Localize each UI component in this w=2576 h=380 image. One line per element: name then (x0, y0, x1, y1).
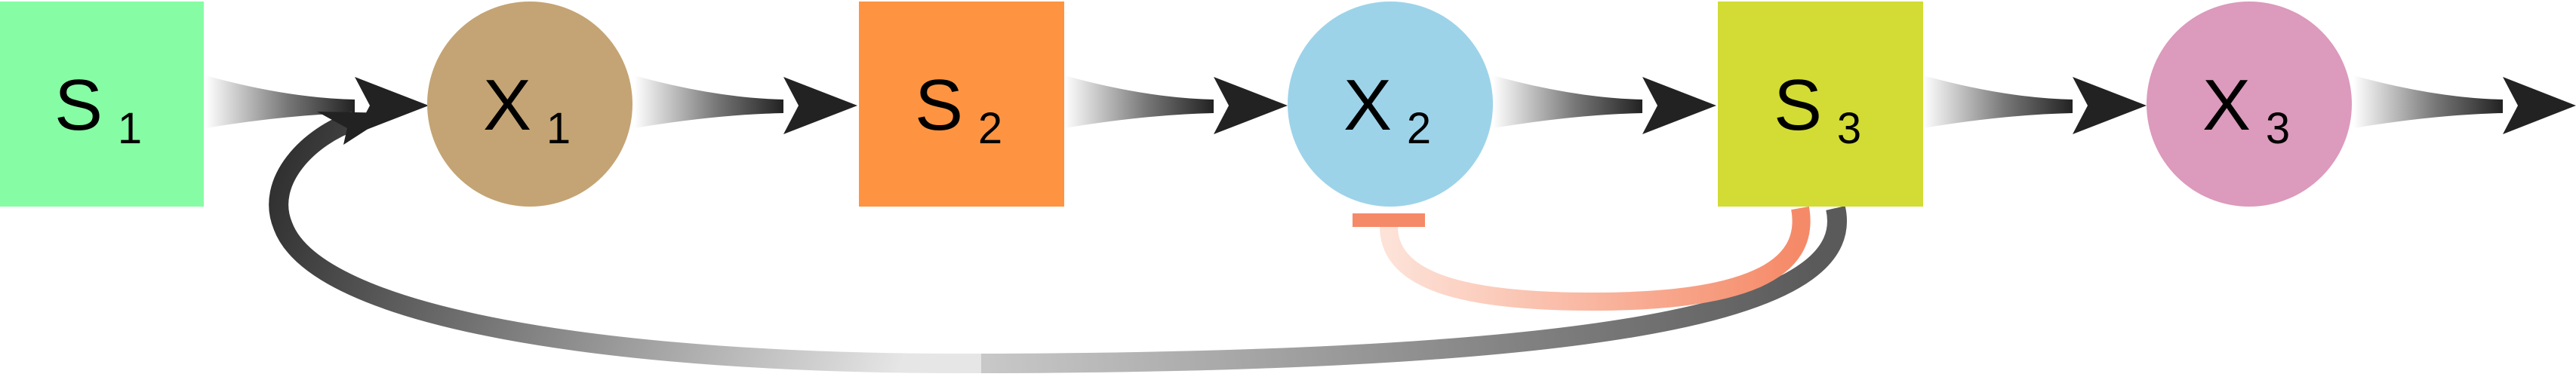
node-x3-subscript: 3 (2266, 104, 2290, 153)
node-s3-subscript: 3 (1837, 104, 1861, 153)
node-s2-subscript: 2 (978, 104, 1002, 153)
node-s3-label: S (1774, 65, 1822, 146)
node-s1-subscript: 1 (118, 104, 142, 153)
node-x3-shape (2147, 2, 2352, 207)
arrowhead-x3-out (2503, 77, 2576, 134)
arrow-s1-x1 (205, 75, 355, 128)
feedback-activation-s3-x1 (269, 111, 1847, 374)
node-x2-label: X (1343, 65, 1392, 146)
arrowhead-s2-x2 (1214, 77, 1288, 134)
arrowhead-x2-s3 (1642, 77, 1716, 134)
node-x1-shape (427, 2, 632, 207)
node-s2-shape (859, 2, 1064, 207)
arrow-x1-s2 (634, 75, 783, 128)
arrow-x3-out (2353, 75, 2503, 128)
inhibition-bar (1353, 213, 1425, 227)
arrow-s3-x3 (1923, 75, 2073, 128)
node-x2-shape (1288, 2, 1493, 207)
feedback-inhibition-s3-x2 (1353, 206, 1811, 311)
node-s1-shape (0, 2, 204, 207)
arrow-x2-s3 (1493, 75, 1642, 128)
node-s1-label: S (54, 65, 103, 146)
arrowhead-feedback-x1 (317, 112, 392, 145)
node-s2-label: S (915, 65, 963, 146)
node-x2-subscript: 2 (1407, 104, 1431, 153)
arrowhead-s3-x3 (2073, 77, 2147, 134)
node-s3-shape (1718, 2, 1923, 207)
node-x1-subscript: 1 (546, 104, 571, 153)
arrow-s2-x2 (1064, 75, 1214, 128)
node-x1-label: X (483, 65, 531, 146)
arrowhead-x1-s2 (783, 77, 857, 134)
node-x3-label: X (2202, 65, 2251, 146)
